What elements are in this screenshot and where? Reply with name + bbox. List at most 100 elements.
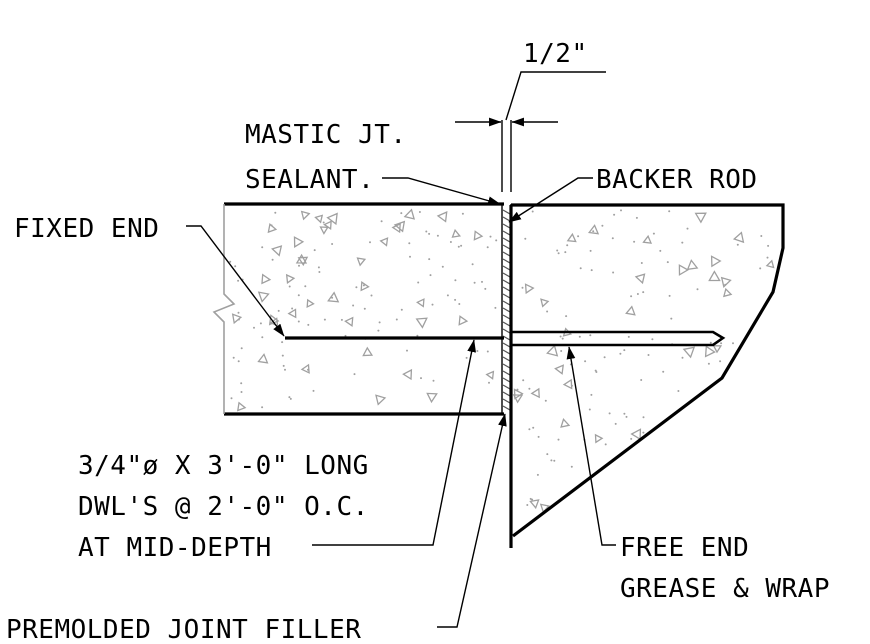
sand-dot	[240, 391, 243, 393]
aggregate-mark	[344, 316, 354, 327]
sand-dot	[400, 212, 403, 215]
dowel-label-line1: 3/4"ø X 3'-0" LONG	[78, 451, 369, 481]
sand-dot	[550, 459, 553, 462]
aggregate-mark	[300, 363, 310, 374]
sand-dot	[425, 230, 428, 233]
filler-hatch-line	[502, 272, 511, 278]
sand-dot	[677, 390, 680, 392]
sand-dot	[686, 227, 689, 230]
sand-dot	[681, 241, 684, 244]
aggregate-mark	[562, 378, 573, 390]
sand-dot	[516, 388, 519, 391]
sand-dot	[529, 497, 532, 500]
sand-dot	[553, 459, 556, 462]
mastic-label-line2: SEALANT.	[245, 165, 374, 195]
sand-dot	[340, 318, 343, 321]
filler-hatch-line	[502, 356, 511, 362]
aggregate-mark	[765, 259, 775, 269]
sand-dot	[297, 294, 300, 297]
filler-hatch-line	[502, 391, 511, 397]
aggregate-mark	[402, 368, 413, 381]
sand-dot	[528, 387, 531, 390]
aggregate-mark	[391, 222, 401, 234]
sand-dot	[767, 244, 770, 247]
sand-dot	[378, 321, 381, 324]
sand-dot	[595, 371, 598, 373]
sand-dot	[666, 261, 669, 264]
filler-hatch-line	[502, 405, 511, 411]
sand-dot	[297, 320, 300, 323]
sand-dot	[709, 341, 712, 344]
sand-dot	[446, 294, 449, 297]
sand-dot	[313, 249, 316, 252]
sand-dot	[458, 303, 461, 305]
sand-dot	[281, 354, 284, 357]
aggregate-mark	[458, 315, 469, 326]
dowel-free-portion-wrap	[511, 330, 726, 347]
sand-dot	[441, 265, 444, 268]
joint-filler-hatch	[502, 209, 511, 411]
aggregate-mark	[720, 276, 732, 288]
filler-hatch-line	[502, 349, 511, 355]
aggregate-mark	[594, 433, 604, 444]
filler-hatch-line	[502, 293, 511, 299]
aggregate-mark	[473, 230, 484, 241]
sand-dot	[489, 235, 492, 238]
sand-dot	[291, 307, 294, 310]
dowel-label-line2: DWL'S @ 2'-0" O.C.	[78, 492, 369, 522]
sand-dot	[323, 318, 326, 321]
aggregate-mark	[261, 273, 272, 285]
aggregate-mark	[297, 256, 309, 267]
sand-dot	[369, 241, 371, 244]
sand-dot	[633, 240, 636, 243]
fixed-end-leader	[186, 225, 285, 337]
sand-dot	[652, 232, 655, 235]
filler-hatch-line	[502, 265, 511, 271]
aggregate-mark	[554, 364, 564, 375]
filler-hatch-line	[502, 314, 511, 320]
sand-dot	[377, 329, 380, 332]
backer-rod-callout: BACKER ROD	[508, 165, 757, 223]
filler-hatch-line	[502, 230, 511, 236]
sand-dot	[588, 408, 591, 411]
sand-dot	[281, 341, 284, 344]
right-slab	[509, 203, 785, 548]
aggregate-mark	[529, 499, 540, 510]
sand-dot	[668, 294, 671, 297]
sand-dot	[288, 396, 291, 399]
sand-dot	[230, 397, 233, 400]
filler-hatch-line	[502, 363, 511, 369]
sand-dot	[536, 473, 539, 476]
sand-dot	[640, 379, 643, 381]
sand-dot	[560, 350, 563, 352]
sand-dot	[331, 243, 334, 245]
filler-hatch-line	[502, 307, 511, 313]
aggregate-mark	[426, 392, 438, 404]
sand-dot	[476, 350, 479, 352]
sand-dot	[352, 304, 355, 307]
aggregate-mark	[694, 212, 707, 224]
sand-dot	[307, 323, 310, 326]
sand-dot	[579, 267, 582, 270]
sand-dot	[611, 237, 614, 240]
aggregate-mark	[560, 418, 571, 428]
sand-dot	[395, 318, 398, 321]
filler-hatch-line	[502, 258, 511, 264]
sand-dot	[237, 360, 240, 363]
sand-dot	[312, 389, 315, 392]
filler-hatch-line	[502, 335, 511, 341]
sand-dot	[604, 443, 607, 446]
sand-dot	[408, 242, 411, 245]
sand-dot	[288, 285, 291, 288]
fixed-end-callout: FIXED END	[14, 214, 285, 337]
dimension-label: 1/2"	[523, 39, 588, 69]
sand-dot	[318, 271, 321, 273]
sand-dot	[619, 352, 622, 355]
sand-dot	[590, 393, 593, 396]
sand-dot	[253, 326, 255, 329]
sand-dot	[578, 335, 581, 338]
sand-dot	[623, 349, 626, 352]
sand-dot	[532, 426, 535, 429]
filler-hatch-line	[502, 237, 511, 243]
